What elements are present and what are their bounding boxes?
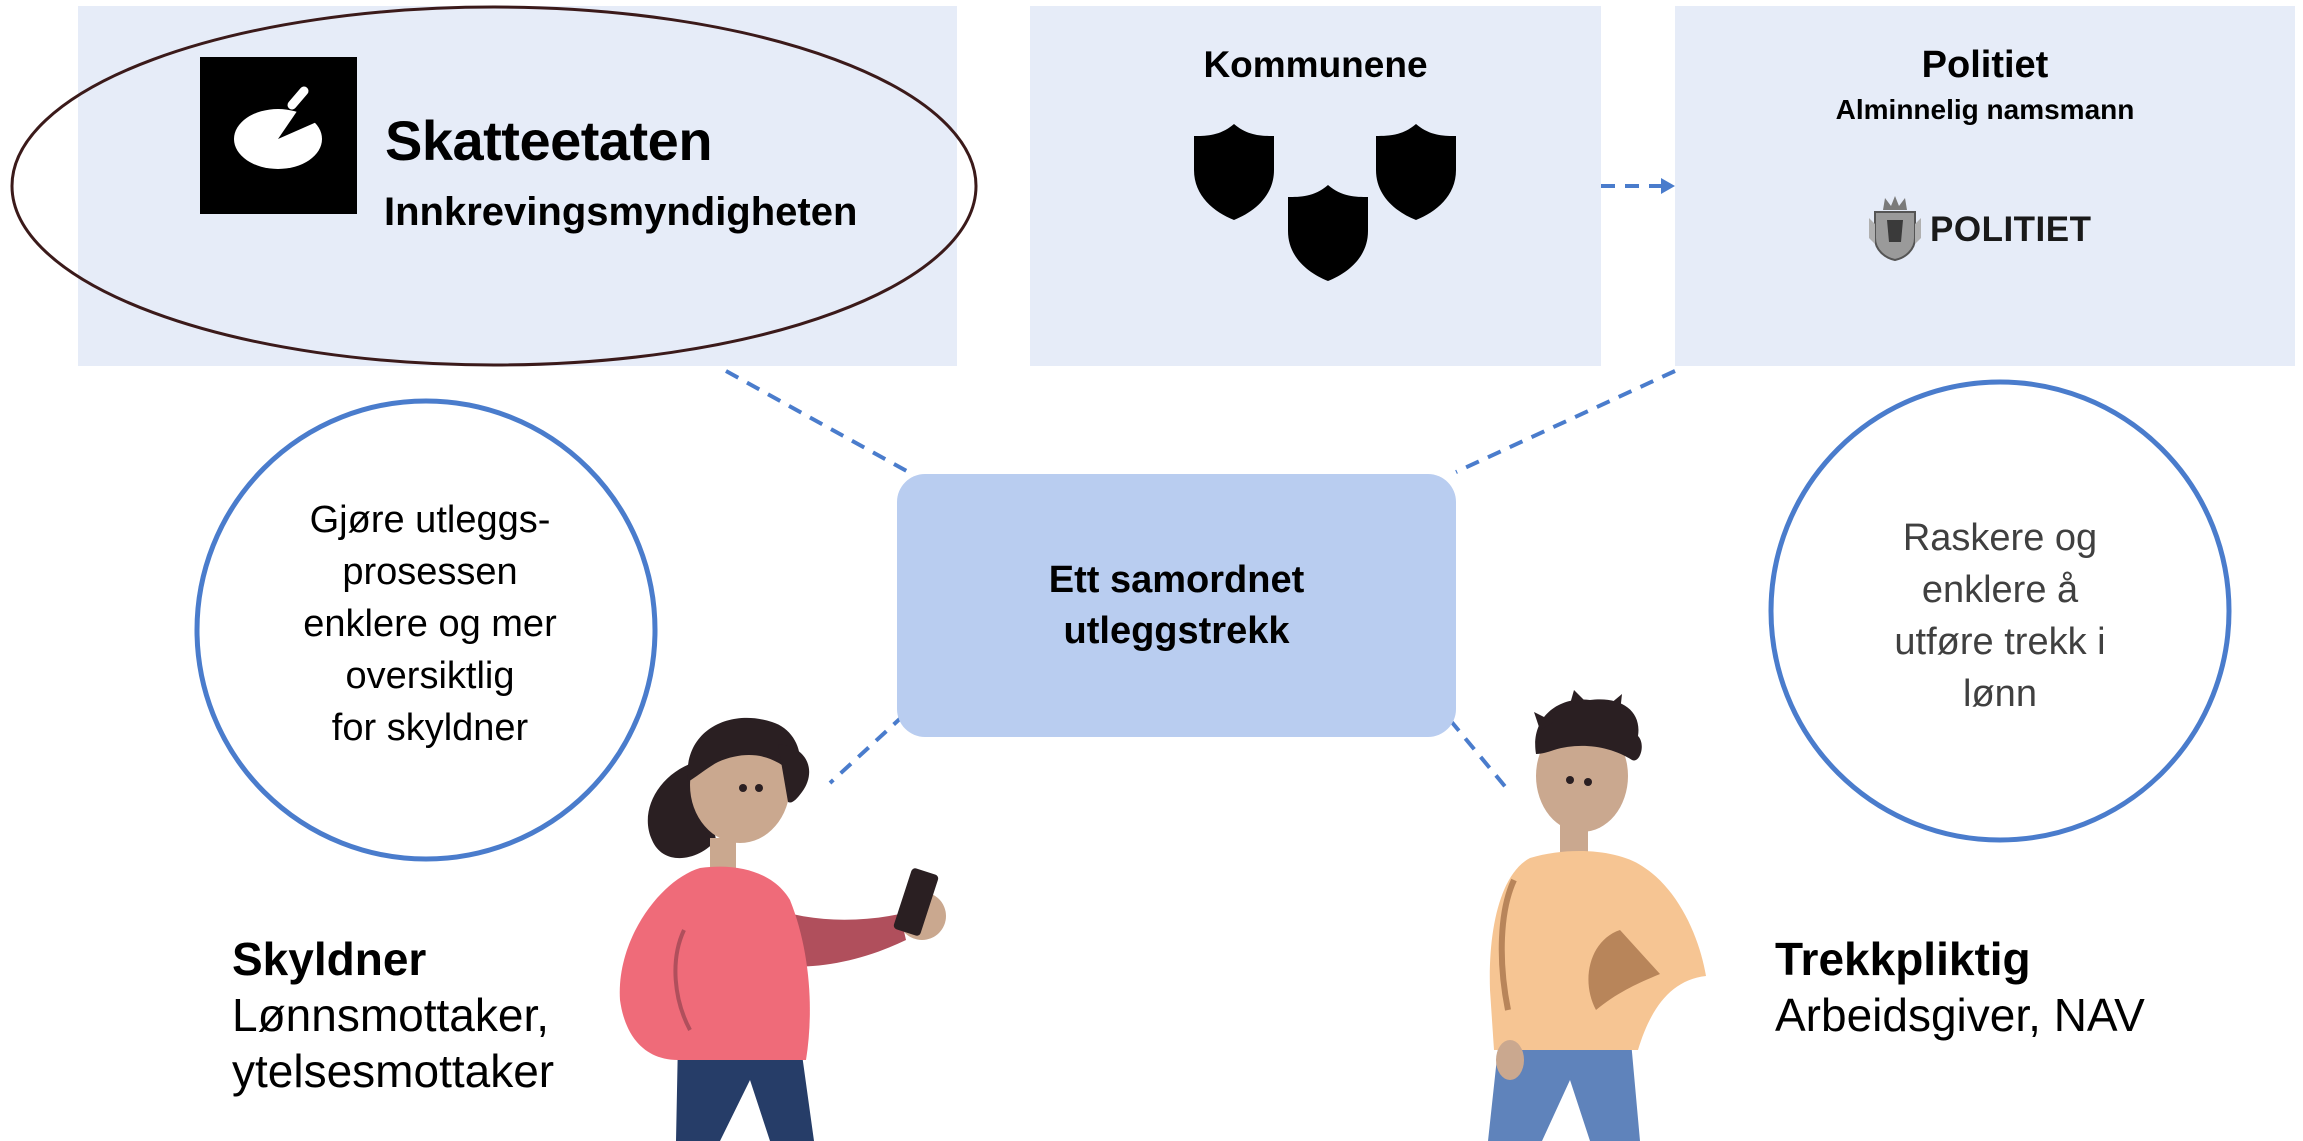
debtor-line: ytelsesmottaker — [232, 1045, 555, 1097]
skatteetaten-logo-icon — [200, 57, 357, 214]
goal-circle-left — [194, 398, 658, 862]
arrowhead — [1661, 178, 1675, 194]
kommunene-title: Kommunene — [1203, 44, 1428, 85]
connector-skatteetaten — [725, 369, 913, 476]
goal-right-line: enklere å — [1921, 569, 2079, 611]
goal-right-text: Raskere og enklere å utføre trekk i lønn — [1850, 512, 2150, 720]
debtor-illustration — [619, 717, 946, 1141]
connector-skyldner — [828, 713, 906, 785]
kommunene-box — [1030, 6, 1601, 366]
highlight-ellipse — [10, 5, 978, 367]
goal-left-line: for skyldner — [331, 707, 529, 749]
center-box: Ett samordnet utleggstrekk — [897, 474, 1456, 737]
goal-left-line: prosessen — [342, 551, 518, 593]
goal-right-line: utføre trekk i — [1894, 621, 2106, 663]
goal-right-line: lønn — [1963, 673, 2037, 715]
goal-left-line: oversiktlig — [345, 655, 515, 697]
goal-left-text: Gjøre utleggs- prosessen enklere og mer … — [260, 494, 600, 754]
goal-circle-right — [1768, 379, 2232, 843]
skatteetaten-name: Skatteetaten — [385, 109, 713, 172]
debtor-title: Skyldner — [232, 933, 427, 985]
politiet-subtitle: Alminnelig namsmann — [1835, 94, 2135, 125]
goal-left-line: enklere og mer — [303, 603, 557, 645]
shield-icon — [1376, 124, 1456, 220]
goal-left-line: Gjøre utleggs- — [309, 499, 551, 541]
politiet-logo-text: POLITIET — [1930, 210, 2092, 249]
shield-icon — [1194, 124, 1274, 220]
employer-title: Trekkpliktig — [1775, 933, 2031, 985]
politiet-box — [1675, 6, 2295, 366]
politiet-title: Politiet — [1921, 44, 2049, 86]
shield-icon — [1288, 185, 1368, 281]
goal-right-line: Raskere og — [1902, 517, 2098, 559]
employer-illustration — [1488, 690, 1706, 1141]
debtor-line: Lønnsmottaker, — [232, 989, 550, 1041]
police-crest-icon — [1869, 196, 1921, 262]
center-label: Ett samordnet utleggstrekk — [1048, 559, 1305, 652]
connector-politiet — [1455, 369, 1676, 474]
skatteetaten-role: Innkrevingsmyndigheten — [384, 190, 858, 234]
connector-trekkpliktig — [1448, 718, 1510, 792]
employer-line: Arbeidsgiver, NAV — [1775, 989, 2145, 1041]
